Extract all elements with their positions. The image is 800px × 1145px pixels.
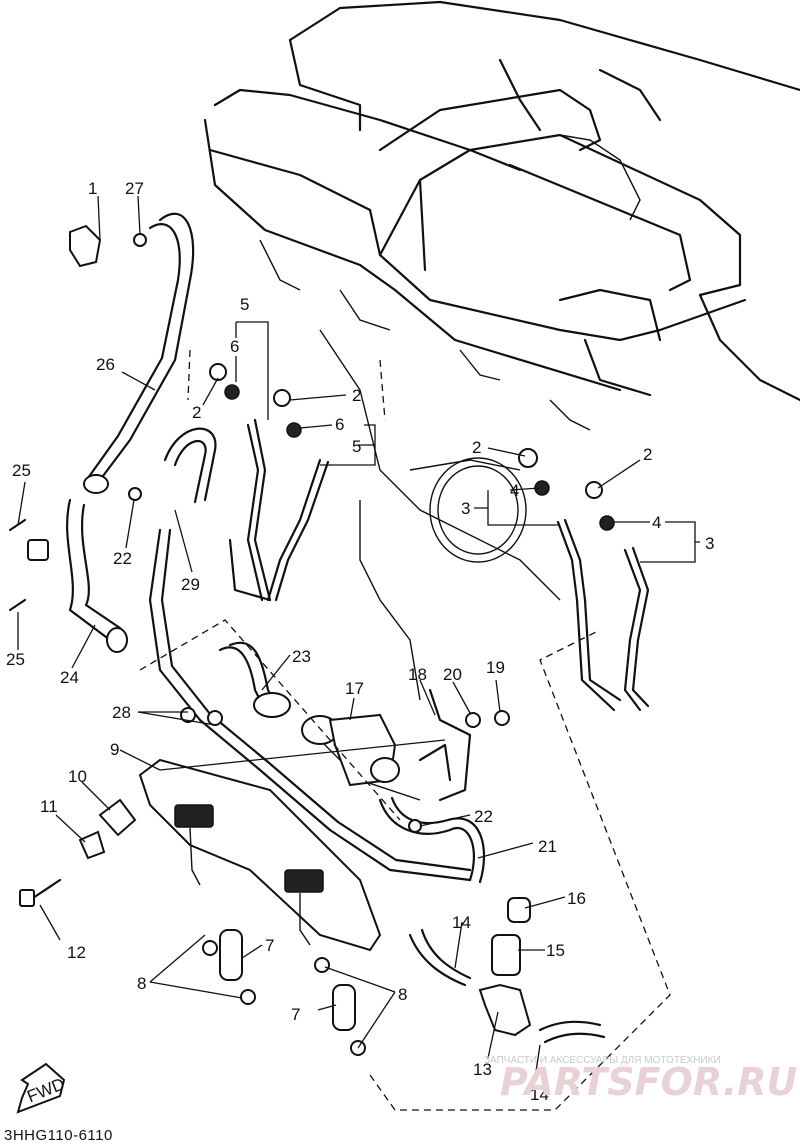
callout-14: 14 [452, 913, 471, 932]
callout-19: 19 [486, 658, 505, 677]
callout-7: 7 [291, 1005, 300, 1024]
callout-3: 3 [705, 534, 714, 553]
callout-1: 1 [88, 179, 97, 198]
callout-2: 2 [352, 386, 361, 405]
callout-6: 6 [230, 337, 239, 356]
callout-2: 2 [472, 438, 481, 457]
leader-lines [17, 195, 700, 1079]
callout-2: 2 [643, 445, 652, 464]
engine-outline [203, 0, 800, 801]
callouts: 1 27 26 5 6 2 6 5 2 2 4 3 2 4 3 25 25 24… [6, 179, 714, 1104]
fwd-arrow-icon: FWD [16, 1062, 67, 1114]
callout-27: 27 [125, 179, 144, 198]
callout-25: 25 [6, 650, 25, 669]
callout-4: 4 [510, 481, 519, 500]
callout-7: 7 [265, 936, 274, 955]
callout-28: 28 [112, 703, 131, 722]
callout-13: 13 [473, 1060, 492, 1079]
group-lines [139, 349, 671, 1111]
callout-6: 6 [335, 415, 344, 434]
callout-11: 11 [40, 797, 58, 816]
callout-15: 15 [546, 941, 565, 960]
callout-22: 22 [113, 549, 132, 568]
watermark-brand: PARTSFOR.RU [500, 1060, 798, 1104]
diagram-code: 3HHG110-6110 [4, 1127, 113, 1144]
callout-10: 10 [68, 767, 87, 786]
callout-14: 14 [530, 1085, 549, 1104]
callout-3: 3 [461, 499, 470, 518]
callout-5: 5 [352, 437, 361, 456]
callout-22: 22 [474, 807, 493, 826]
watermark-tagline: ЗАПЧАСТИ И АКСЕССУАРЫ ДЛЯ МОТОТЕХНИКИ [484, 1055, 721, 1066]
callout-8: 8 [398, 985, 407, 1004]
callout-4: 4 [652, 513, 661, 532]
callout-25: 25 [12, 461, 31, 480]
callout-26: 26 [96, 355, 115, 374]
callout-18: 18 [408, 665, 427, 684]
watermark: ЗАПЧАСТИ И АКСЕССУАРЫ ДЛЯ МОТОТЕХНИКИ PA… [484, 1055, 798, 1104]
callout-21: 21 [538, 837, 557, 856]
callout-23: 23 [292, 647, 311, 666]
callout-12: 12 [67, 943, 86, 962]
callout-29: 29 [181, 575, 200, 594]
hoses [8, 212, 650, 1056]
callout-17: 17 [345, 679, 364, 698]
callout-5: 5 [240, 295, 249, 314]
callout-8: 8 [137, 974, 146, 993]
callout-2: 2 [192, 403, 201, 422]
callout-16: 16 [567, 889, 586, 908]
callout-24: 24 [60, 668, 79, 687]
callout-9: 9 [110, 740, 119, 759]
callout-20: 20 [443, 665, 462, 684]
